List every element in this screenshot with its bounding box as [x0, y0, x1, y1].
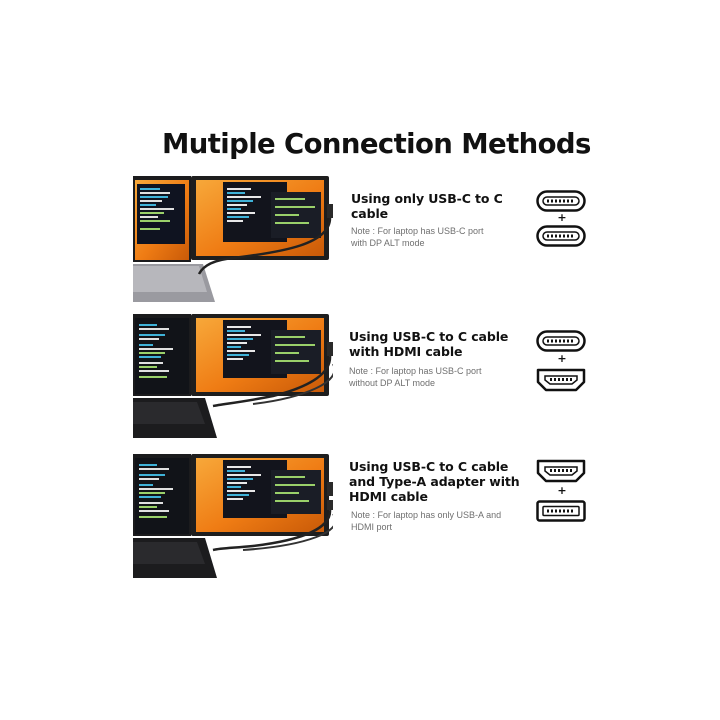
heading-line: Using only USB-C to C [351, 191, 503, 206]
plus-sign: + [557, 211, 567, 224]
plus-sign: + [557, 484, 567, 497]
heading-line: cable [351, 206, 389, 221]
usb-c-port-icon [536, 225, 586, 247]
method-heading-3: Using USB-C to C cable and Type-A adapte… [349, 459, 520, 504]
note-line: Note : For laptop has USB-C port [351, 226, 484, 236]
method-note-3: Note : For laptop has only USB-A and HDM… [351, 510, 501, 533]
method-heading-2: Using USB-C to C cable with HDMI cable [349, 329, 508, 359]
usb-c-port-icon [536, 330, 586, 352]
hdmi-port-icon [536, 368, 586, 392]
laptop-monitor-image [133, 454, 333, 578]
note-line: without DP ALT mode [349, 377, 436, 388]
hdmi-port-icon [536, 459, 586, 483]
usb-c-port-icon [536, 190, 586, 212]
note-line: Note : For laptop has only USB-A and [351, 510, 502, 520]
heading-line: and Type-A adapter with [349, 474, 520, 489]
method-heading-1: Using only USB-C to C cable [351, 191, 503, 221]
method-note-1: Note : For laptop has USB-C port with DP… [351, 226, 484, 249]
note-line: Note : For laptop has USB-C port [349, 366, 482, 376]
note-line: with DP ALT mode [351, 237, 425, 248]
heading-line: HDMI cable [349, 489, 428, 504]
laptop-monitor-image [133, 314, 333, 438]
note-line: HDMI port [351, 521, 393, 532]
laptop-monitor-image [133, 176, 333, 302]
heading-line: Using USB-C to C cable [349, 459, 509, 474]
heading-line: with HDMI cable [349, 344, 463, 359]
usb-a-port-icon [536, 500, 586, 522]
page-title: Mutiple Connection Methods [162, 128, 591, 160]
heading-line: Using USB-C to C cable [349, 329, 509, 344]
method-note-2: Note : For laptop has USB-C port without… [349, 366, 482, 389]
plus-sign: + [557, 352, 567, 365]
